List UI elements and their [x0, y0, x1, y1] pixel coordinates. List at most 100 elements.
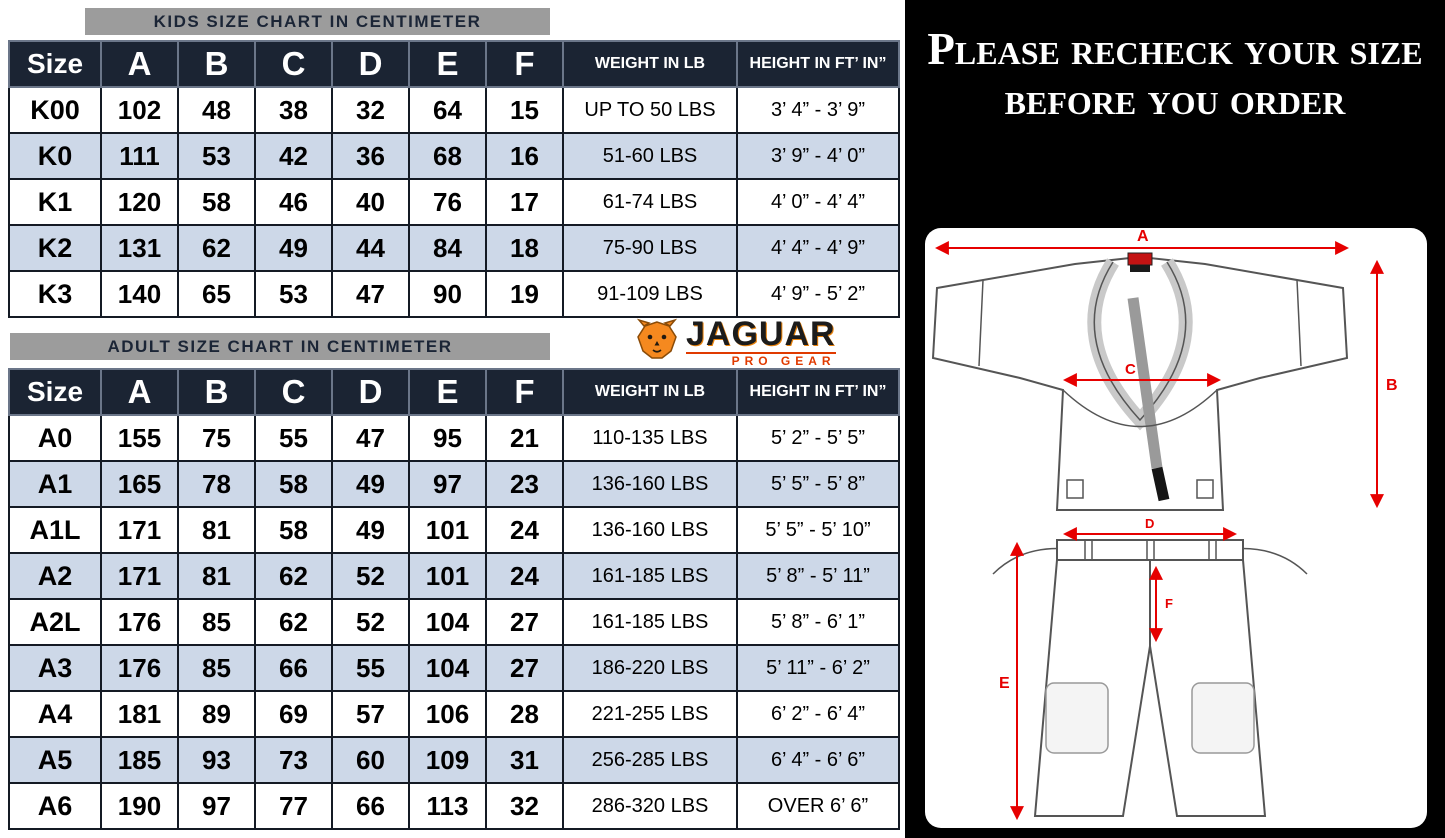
- logo-underline: [686, 352, 836, 354]
- measure-cell-D: 52: [331, 552, 410, 600]
- measure-cell-C: 49: [254, 224, 333, 272]
- measure-cell-C: 77: [254, 782, 333, 830]
- jacket-diagram: A B C: [931, 228, 1398, 511]
- height-cell: 4’ 9” - 5’ 2”: [736, 270, 900, 318]
- weight-cell: 161-185 LBS: [562, 552, 738, 600]
- right-knee-patch: [1191, 682, 1255, 754]
- measure-cell-C: 42: [254, 132, 333, 180]
- height-cell: 6’ 2” - 6’ 4”: [736, 690, 900, 738]
- height-cell: 5’ 8” - 6’ 1”: [736, 598, 900, 646]
- measure-cell-E: 109: [408, 736, 487, 784]
- measure-cell-F: 32: [485, 782, 564, 830]
- measure-cell-E: 95: [408, 414, 487, 462]
- measure-cell-F: 16: [485, 132, 564, 180]
- weight-cell: 51-60 LBS: [562, 132, 738, 180]
- gi-measurement-diagram: A B C: [931, 228, 1398, 821]
- measure-cell-E: 90: [408, 270, 487, 318]
- measure-cell-F: 19: [485, 270, 564, 318]
- measure-cell-C: 66: [254, 644, 333, 692]
- height-cell: 5’ 5” - 5’ 10”: [736, 506, 900, 554]
- kids_chart-column-header-D: D: [331, 40, 410, 88]
- size-cell: A2: [8, 552, 102, 600]
- measure-cell-B: 93: [177, 736, 256, 784]
- kids_chart-height-header: HEIGHT IN FT’ IN”: [736, 40, 900, 88]
- measure-cell-A: 102: [100, 86, 179, 134]
- measure-cell-B: 85: [177, 598, 256, 646]
- measure-label-F: F: [1165, 596, 1173, 611]
- measure-cell-F: 27: [485, 644, 564, 692]
- measure-cell-E: 76: [408, 178, 487, 226]
- measure-cell-A: 155: [100, 414, 179, 462]
- measure-cell-B: 78: [177, 460, 256, 508]
- measure-cell-D: 49: [331, 460, 410, 508]
- kids_chart-weight-header: WEIGHT IN LB: [562, 40, 738, 88]
- height-cell: 3’ 4” - 3’ 9”: [736, 86, 900, 134]
- size-recheck-panel: Please recheck your size before you orde…: [905, 0, 1445, 838]
- measure-cell-B: 81: [177, 506, 256, 554]
- weight-cell: UP TO 50 LBS: [562, 86, 738, 134]
- measure-cell-C: 55: [254, 414, 333, 462]
- logo-tagline: PRO GEAR: [731, 354, 836, 368]
- kids_chart-column-header-A: A: [100, 40, 179, 88]
- adult_chart-column-header-Size: Size: [8, 368, 102, 416]
- height-cell: 5’ 8” - 5’ 11”: [736, 552, 900, 600]
- left-knee-patch: [1045, 682, 1109, 754]
- adult_chart-column-header-D: D: [331, 368, 410, 416]
- kids_chart-column-header-Size: Size: [8, 40, 102, 88]
- adult_chart-column-header-C: C: [254, 368, 333, 416]
- measure-cell-F: 24: [485, 552, 564, 600]
- measure-cell-E: 97: [408, 460, 487, 508]
- measure-label-C: C: [1125, 361, 1136, 378]
- recheck-message-line1: Please recheck your size: [927, 24, 1423, 74]
- weight-cell: 186-220 LBS: [562, 644, 738, 692]
- measure-cell-D: 55: [331, 644, 410, 692]
- measure-cell-B: 65: [177, 270, 256, 318]
- measure-cell-B: 48: [177, 86, 256, 134]
- measure-cell-A: 176: [100, 644, 179, 692]
- size-cell: K1: [8, 178, 102, 226]
- adult-chart-title: ADULT SIZE CHART IN CENTIMETER: [10, 333, 550, 360]
- kids-chart-title: KIDS SIZE CHART IN CENTIMETER: [85, 8, 550, 35]
- weight-cell: 286-320 LBS: [562, 782, 738, 830]
- measure-cell-B: 62: [177, 224, 256, 272]
- size-cell: A2L: [8, 598, 102, 646]
- height-cell: 4’ 0” - 4’ 4”: [736, 178, 900, 226]
- adult_chart-weight-header: WEIGHT IN LB: [562, 368, 738, 416]
- size-cell: K3: [8, 270, 102, 318]
- measure-cell-E: 68: [408, 132, 487, 180]
- weight-cell: 256-285 LBS: [562, 736, 738, 784]
- measure-cell-D: 47: [331, 414, 410, 462]
- measure-cell-A: 140: [100, 270, 179, 318]
- weight-cell: 136-160 LBS: [562, 506, 738, 554]
- measure-label-E: E: [999, 675, 1010, 692]
- measure-label-A: A: [1137, 228, 1149, 245]
- measure-cell-B: 53: [177, 132, 256, 180]
- size-cell: K2: [8, 224, 102, 272]
- measure-cell-B: 58: [177, 178, 256, 226]
- size-cell: K00: [8, 86, 102, 134]
- kids_chart-column-header-C: C: [254, 40, 333, 88]
- measure-cell-C: 73: [254, 736, 333, 784]
- measure-cell-A: 176: [100, 598, 179, 646]
- measure-cell-D: 66: [331, 782, 410, 830]
- measure-cell-C: 62: [254, 552, 333, 600]
- measure-cell-F: 27: [485, 598, 564, 646]
- measure-cell-E: 104: [408, 598, 487, 646]
- size-cell: A1: [8, 460, 102, 508]
- weight-cell: 110-135 LBS: [562, 414, 738, 462]
- measure-cell-F: 31: [485, 736, 564, 784]
- measure-cell-C: 69: [254, 690, 333, 738]
- measure-cell-D: 47: [331, 270, 410, 318]
- weight-cell: 221-255 LBS: [562, 690, 738, 738]
- measure-cell-F: 15: [485, 86, 564, 134]
